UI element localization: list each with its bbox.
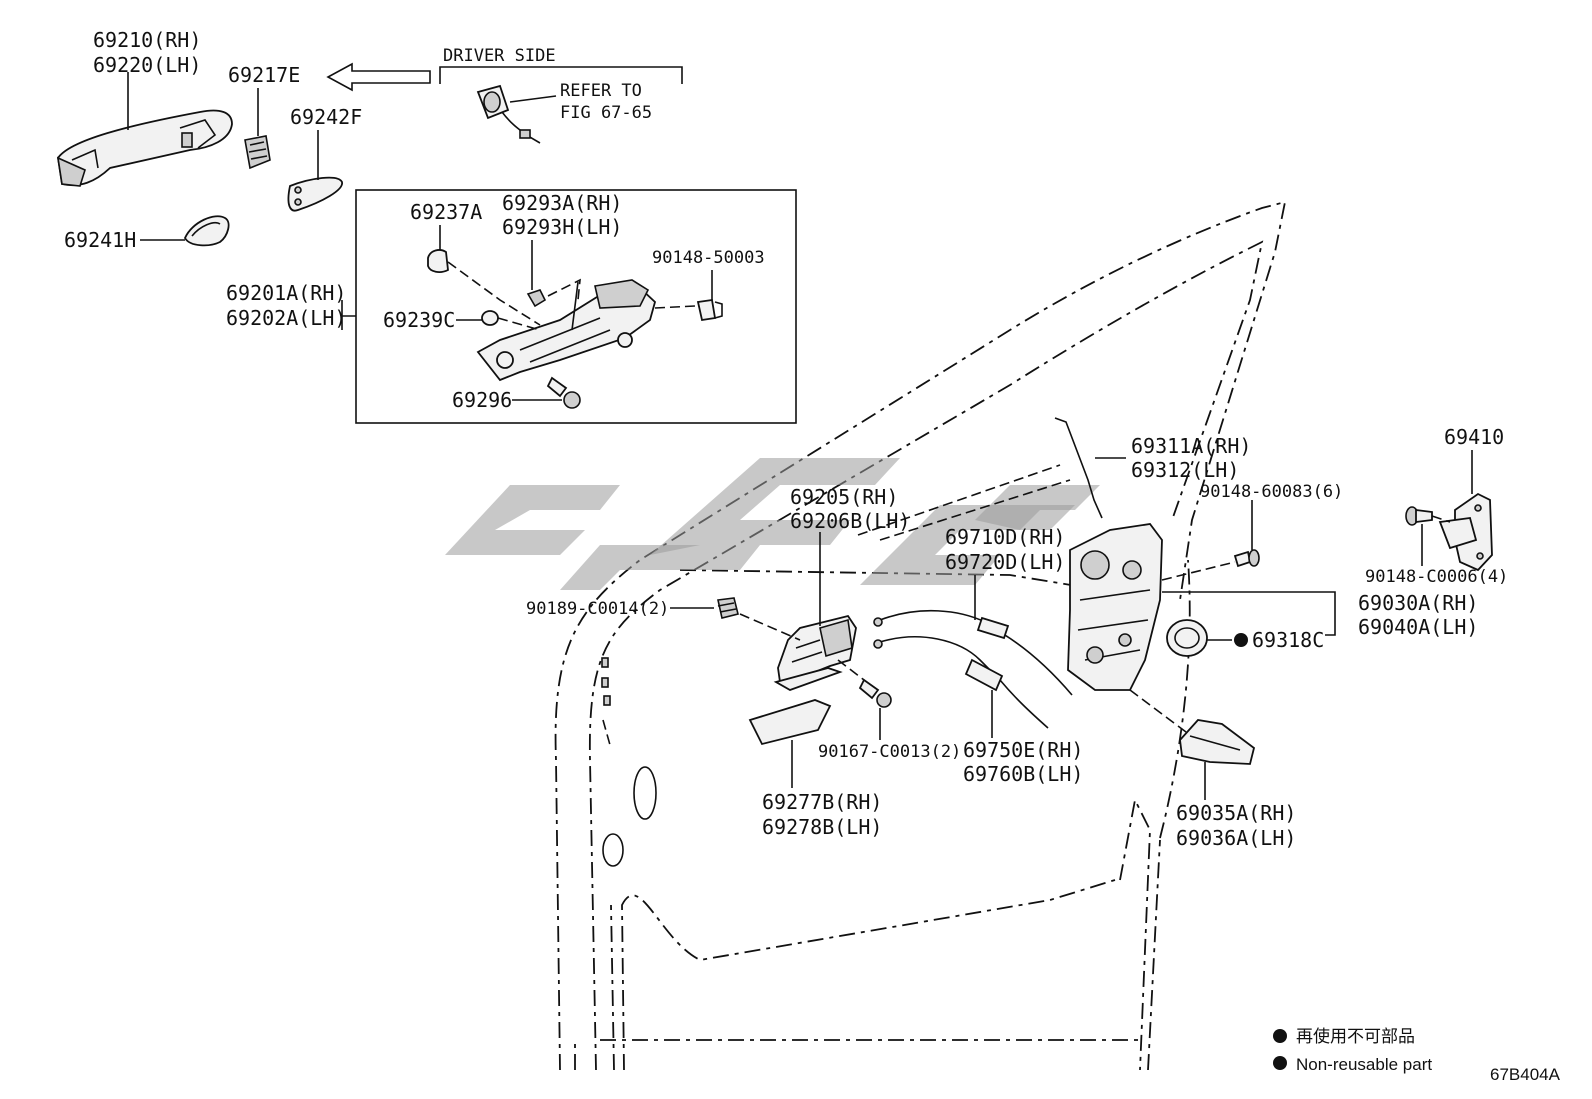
label-bolt-50003: 90148-50003 (652, 248, 765, 268)
label-cable1-rh: 69710D(RH) (945, 525, 1065, 549)
label-inside-handle-lh: 69206B(LH) (790, 509, 910, 533)
label-cable2-rh: 69750E(RH) (963, 738, 1083, 762)
key-cylinder-icon (476, 84, 541, 144)
label-bezel-rh: 69277B(RH) (762, 790, 882, 814)
handle-clip-icon (717, 597, 739, 619)
label-screw-c0013: 90167-C0013(2) (818, 742, 961, 762)
lock-rod-icon (1054, 417, 1103, 519)
label-bolt-60083: 90148-60083(6) (1200, 482, 1343, 502)
label-cable2-lh: 69760B(LH) (963, 762, 1083, 786)
seal-icon (1166, 619, 1208, 657)
label-bolt-c0006: 90148-C0006(4) (1365, 567, 1508, 587)
label-driver-side: DRIVER SIDE (443, 46, 556, 66)
label-screw: 69296 (452, 388, 512, 412)
label-rod-rh: 69311A(RH) (1131, 434, 1251, 458)
control-cable-icon (873, 636, 1049, 729)
label-bezel-lh: 69278B(LH) (762, 815, 882, 839)
handle-pad-front-icon (287, 176, 343, 212)
legend-bullet-icon (1273, 1029, 1287, 1043)
label-clip-c0014: 90189-C0014(2) (526, 599, 669, 619)
label-fig-reference: FIG 67-65 (560, 103, 652, 123)
handle-pad-rear-icon (183, 215, 230, 247)
label-cap: 69217E (228, 63, 300, 87)
figure-code: 67B404A (1490, 1065, 1561, 1084)
key-cylinder-cap-icon (244, 135, 271, 170)
striker-icon (1438, 492, 1493, 572)
label-rod-lh: 69312(LH) (1131, 458, 1239, 482)
door-outline (554, 200, 1287, 1071)
label-refer-to: REFER TO (560, 81, 642, 101)
non-reusable-marker-icon (1234, 633, 1248, 647)
label-cap-c: 69239C (383, 308, 455, 332)
label-frame-lh: 69202A(LH) (226, 306, 346, 330)
legend-text-en: Non-reusable part (1296, 1055, 1432, 1074)
clip-icon (427, 249, 449, 273)
legend-text-zh: 再使用不可部品 (1296, 1026, 1415, 1046)
lock-cover-icon (1179, 719, 1256, 765)
handle-bezel-icon (748, 699, 832, 746)
handle-screw-icon (858, 678, 892, 708)
label-spring-lh: 69293H(LH) (502, 215, 622, 239)
label-cable1-lh: 69720D(LH) (945, 550, 1065, 574)
spring-icon (526, 289, 547, 308)
legend: 再使用不可部品 Non-reusable part (1273, 1026, 1432, 1074)
label-cover-lh: 69036A(LH) (1176, 826, 1296, 850)
label-lock-rh: 69030A(RH) (1358, 591, 1478, 615)
label-outer-handle-lh: 69220(LH) (93, 53, 201, 77)
label-lock-lh: 69040A(LH) (1358, 615, 1478, 639)
label-pad-front: 69242F (290, 105, 362, 129)
striker-bolt-icon (1405, 506, 1433, 526)
bolt-icon (696, 298, 723, 322)
frame-assembly-box (355, 189, 797, 424)
label-pad-rear: 69241H (64, 228, 136, 252)
watermark-logo (445, 458, 1100, 590)
legend-bullet-icon (1273, 1056, 1287, 1070)
handle-frame-icon (476, 279, 657, 382)
lock-cable-icon (873, 609, 1073, 696)
label-striker: 69410 (1444, 425, 1504, 449)
label-frame-rh: 69201A(RH) (226, 281, 346, 305)
label-cover-rh: 69035A(RH) (1176, 801, 1296, 825)
label-outer-handle-rh: 69210(RH) (93, 28, 201, 52)
label-inside-handle-rh: 69205(RH) (790, 485, 898, 509)
label-seal: 69318C (1252, 628, 1324, 652)
lock-bolt-icon (1233, 549, 1260, 568)
door-lock-icon (1067, 523, 1163, 691)
outside-handle-icon (56, 109, 233, 187)
label-clip: 69237A (410, 200, 482, 224)
label-spring-rh: 69293A(RH) (502, 191, 622, 215)
arrow-left-icon (326, 62, 431, 92)
cap-icon (481, 310, 499, 326)
inside-handle-icon (773, 614, 857, 691)
screw-icon (546, 376, 581, 409)
